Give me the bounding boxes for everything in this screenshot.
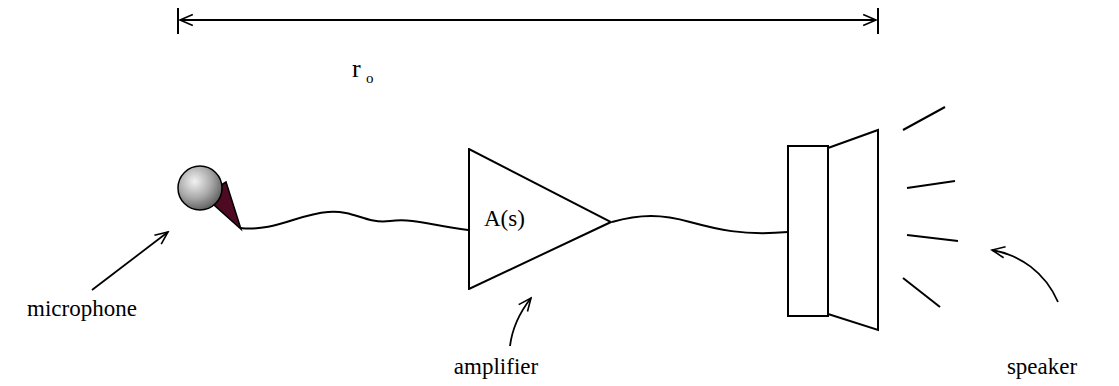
wire	[240, 212, 468, 230]
leader-arrow	[92, 232, 1058, 346]
dimension-bracket	[178, 8, 878, 34]
speaker-symbol	[788, 130, 878, 330]
dimension-subscript: o	[366, 70, 374, 87]
sound-lines	[903, 107, 958, 307]
transfer-function: A(s)	[484, 206, 612, 231]
dimension-label: r	[352, 55, 361, 84]
part-label: microphone	[27, 296, 137, 321]
wire	[612, 216, 788, 233]
part-label: speaker	[1007, 354, 1077, 379]
microphone-symbol	[178, 166, 241, 229]
part-label: amplifier	[454, 354, 538, 379]
amplifier-triangle: A(s)	[468, 148, 612, 290]
